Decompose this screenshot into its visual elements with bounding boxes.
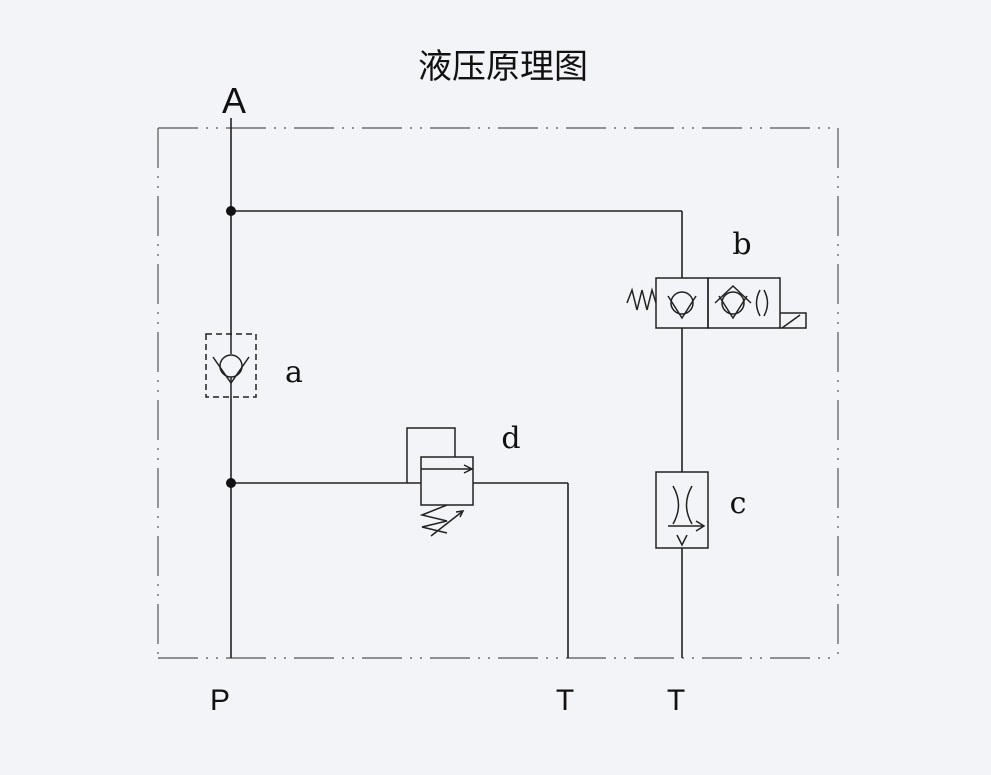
port-label-p: P (210, 684, 230, 717)
port-label-t-right: T (667, 684, 685, 717)
check-valve-a (205, 333, 257, 398)
relief-valve-d (406, 427, 474, 537)
diagram-title: 液压原理图 (418, 47, 588, 87)
manifold-boundary (157, 127, 839, 659)
label-b: b (732, 227, 751, 262)
junction-dot (226, 206, 236, 216)
label-a: a (285, 355, 303, 390)
port-label-a: A (222, 80, 246, 121)
junction-dot (226, 478, 236, 488)
label-d: d (501, 421, 520, 456)
throttle-valve-c (655, 471, 709, 549)
label-c: c (730, 486, 747, 521)
pressure-line (230, 118, 683, 658)
solenoid-valve-b (626, 277, 807, 329)
port-label-t-left: T (556, 684, 574, 717)
